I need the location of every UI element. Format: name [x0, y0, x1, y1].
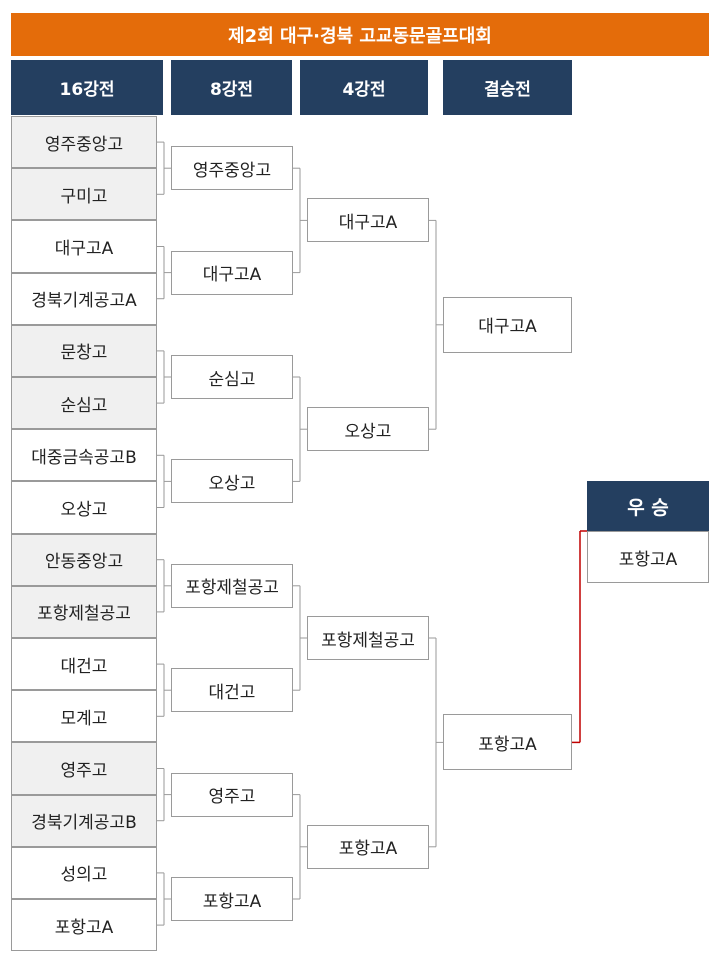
team-box-r16: 모계고 [11, 690, 157, 743]
team-box-r16: 대건고 [11, 638, 157, 691]
team-box-r8: 영주중앙고 [171, 146, 293, 191]
team-box-r8: 포항제철공고 [171, 563, 293, 608]
round-header-4: 4강전 [300, 60, 428, 115]
team-box-r4: 포항제철공고 [307, 616, 429, 660]
team-box-r16: 문창고 [11, 324, 157, 377]
team-box-r4: 포항고A [307, 824, 429, 869]
team-box-final: 대구고A [443, 296, 572, 353]
champion-team: 포항고A [587, 531, 709, 583]
team-box-r16: 포항고A [11, 899, 157, 952]
team-box-r16: 안동중앙고 [11, 533, 157, 586]
team-box-r8: 대구고A [171, 250, 293, 295]
team-box-r16: 순심고 [11, 377, 157, 430]
champion-header: 우 승 [587, 481, 709, 531]
round-header-8: 8강전 [171, 60, 292, 115]
round-header-final: 결승전 [443, 60, 572, 115]
team-box-r16: 대중금속공고B [11, 429, 157, 482]
team-box-r8: 대건고 [171, 668, 293, 713]
tournament-title: 제2회 대구·경북 고교동문골프대회 [11, 13, 709, 56]
team-box-r16: 대구고A [11, 220, 157, 273]
team-box-r8: 순심고 [171, 355, 293, 399]
team-box-final: 포항고A [443, 714, 572, 771]
team-box-r8: 영주고 [171, 772, 293, 817]
round-header-16: 16강전 [11, 60, 163, 115]
team-box-r16: 영주고 [11, 742, 157, 795]
team-box-r16: 오상고 [11, 481, 157, 534]
team-box-r16: 경북기계공고B [11, 794, 157, 847]
team-box-r8: 포항고A [171, 877, 293, 921]
team-box-r8: 오상고 [171, 459, 293, 504]
team-box-r4: 대구고A [307, 198, 429, 243]
team-box-r16: 포항제철공고 [11, 585, 157, 638]
team-box-r4: 오상고 [307, 407, 429, 452]
team-box-r16: 구미고 [11, 168, 157, 221]
team-box-r16: 경북기계공고A [11, 272, 157, 325]
team-box-r16: 영주중앙고 [11, 116, 157, 169]
team-box-r16: 성의고 [11, 846, 157, 899]
